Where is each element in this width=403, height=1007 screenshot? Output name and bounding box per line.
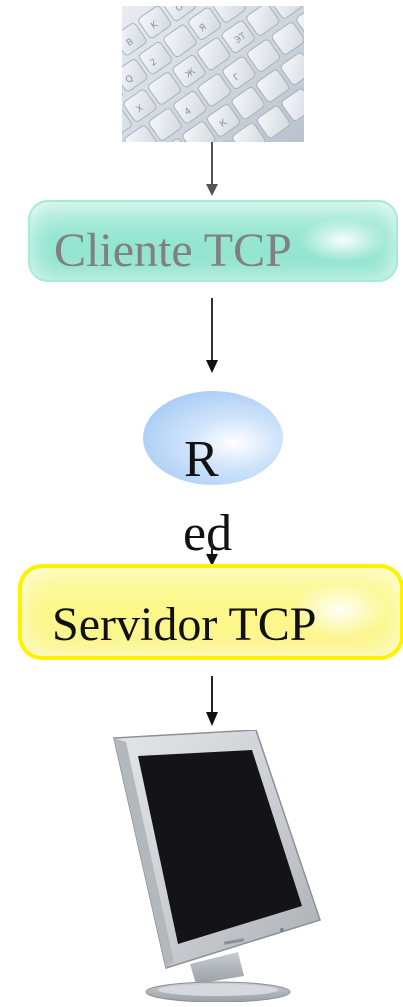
svg-text:4: 4	[183, 106, 194, 118]
svg-text:К: К	[218, 118, 229, 130]
red-network-node	[143, 391, 283, 485]
servidor-tcp-label: Servidor TCP	[52, 598, 317, 651]
svg-text:B: B	[125, 37, 136, 49]
red-label-line2: ed	[183, 505, 233, 562]
svg-text:K: K	[149, 19, 160, 31]
svg-text:Q: Q	[124, 74, 136, 86]
svg-text:2: 2	[149, 57, 159, 68]
cliente-tcp-box	[28, 200, 398, 282]
servidor-tcp-box	[18, 564, 403, 660]
svg-text:O: O	[174, 6, 186, 14]
svg-text:Я: Я	[198, 22, 209, 34]
svg-text:Г: Г	[232, 72, 242, 83]
svg-text:X: X	[135, 103, 146, 115]
monitor-image	[106, 729, 324, 1003]
cliente-tcp-label: Cliente TCP	[54, 224, 292, 277]
red-label-line1: R	[184, 431, 219, 488]
